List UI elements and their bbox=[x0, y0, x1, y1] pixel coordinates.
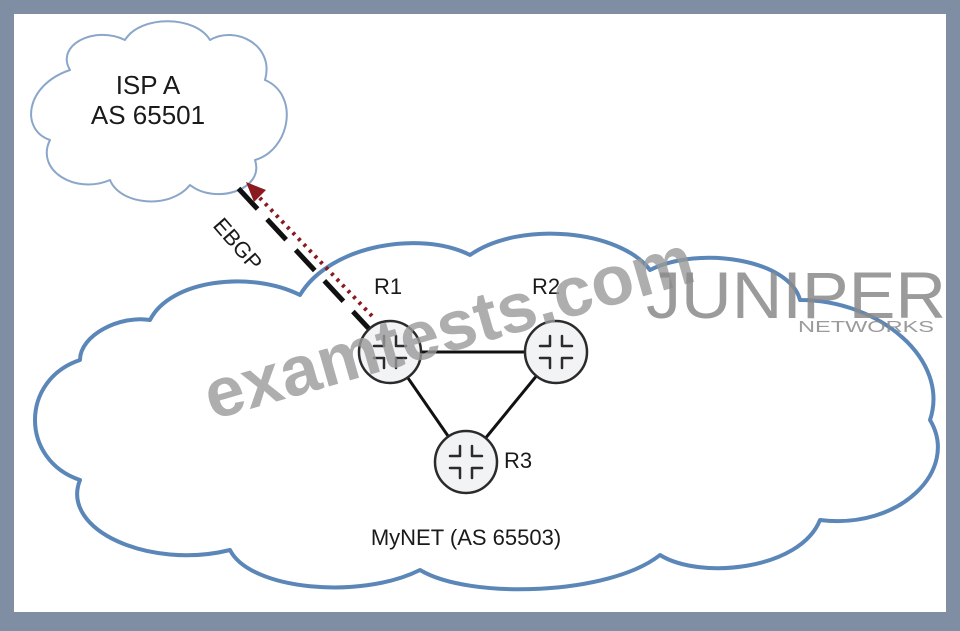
isp-a-cloud bbox=[30, 20, 288, 203]
router-r1[interactable] bbox=[357, 319, 423, 385]
juniper-logo-subtext: NETWORKS bbox=[798, 319, 934, 336]
isp-name: ISP A bbox=[116, 70, 181, 100]
router-icon bbox=[448, 444, 484, 480]
juniper-logo-text: JUNIPER bbox=[646, 258, 946, 332]
router-icon bbox=[538, 334, 574, 370]
arrowhead-icon bbox=[246, 182, 266, 202]
isp-as-number: AS 65501 bbox=[91, 100, 205, 130]
ebgp-session-line bbox=[236, 186, 374, 334]
router-label-r3: R3 bbox=[504, 448, 532, 473]
router-label-r2: R2 bbox=[532, 274, 560, 299]
mynet-label: MyNET (AS 65503) bbox=[371, 525, 561, 550]
route-advertisement-arrow bbox=[256, 194, 374, 318]
router-r3[interactable] bbox=[433, 429, 499, 495]
router-r2[interactable] bbox=[523, 319, 589, 385]
mynet-cloud bbox=[33, 231, 940, 592]
router-icon bbox=[372, 334, 408, 370]
router-label-r1: R1 bbox=[374, 274, 402, 299]
